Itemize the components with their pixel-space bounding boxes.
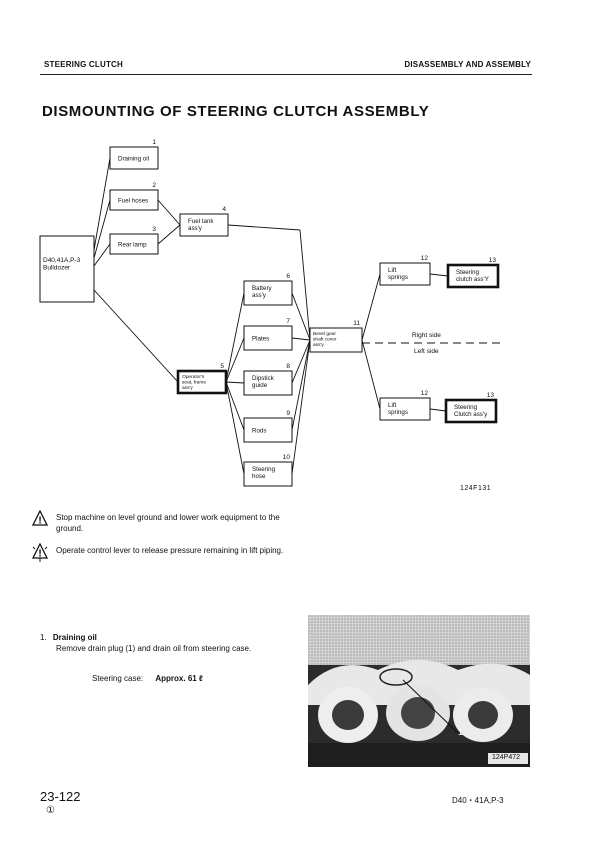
step-box-1 [109, 146, 159, 170]
warning-1-text: Stop machine on level ground and lower w… [56, 513, 280, 533]
step-1: 1. Draining oil Remove drain plug (1) an… [40, 632, 280, 654]
step-number-3: 3 [152, 226, 156, 233]
connector-line [225, 381, 245, 431]
step-number-12: 12 [421, 255, 429, 262]
step-box-15 [444, 398, 498, 424]
step-number-2: 2 [152, 182, 156, 189]
diagram-figure-id: 124F131 [460, 485, 492, 492]
photo-figure-id: 124P472 [492, 754, 521, 761]
root-box [39, 235, 95, 303]
step-label-7: Plates [252, 336, 269, 343]
photo-image [308, 615, 530, 767]
step-box-12 [379, 262, 431, 286]
connector-line [227, 224, 301, 231]
photo-callout: 1 [458, 727, 464, 737]
step-label-1: Draining oil [118, 156, 149, 163]
page-title: DISMOUNTING OF STEERING CLUTCH ASSEMBLY [42, 103, 430, 120]
spec-label: Steering case: [92, 674, 144, 683]
connector-line [225, 292, 245, 383]
header-chapter-title: DISASSEMBLY AND ASSEMBLY [404, 60, 531, 69]
pressure-warning-icon: ! [32, 543, 48, 562]
root-connector [93, 199, 111, 259]
header-rule [40, 74, 532, 75]
step-number-1: 1 [152, 139, 156, 146]
connector-line [361, 273, 381, 341]
step-number-14: 12 [421, 390, 429, 397]
step-box-14 [379, 397, 431, 421]
root-connector [93, 157, 111, 251]
spec-line: Steering case: Approx. 61 ℓ [92, 674, 203, 683]
step-number-9: 9 [286, 410, 290, 417]
model-code: D40・41A,P-3 [452, 796, 504, 805]
step-box-6 [243, 280, 293, 306]
connector-line [429, 273, 449, 277]
page-number: 23-122 [40, 789, 81, 804]
left-side-label: Left side [414, 348, 439, 355]
step-text: Remove drain plug (1) and drain oil from… [56, 644, 252, 653]
connector-line [291, 337, 311, 341]
step-number-6: 6 [286, 273, 290, 280]
step-box-2 [109, 189, 159, 211]
connector-line [157, 199, 181, 226]
step-number-13: 13 [489, 257, 497, 264]
step-box-5 [176, 369, 228, 395]
step-number-5: 5 [220, 363, 224, 370]
step-box-3 [109, 233, 159, 255]
step-number-8: 8 [286, 363, 290, 370]
header-section-title: STEERING CLUTCH [44, 60, 123, 69]
connector-line [299, 229, 311, 341]
step-box-10 [243, 461, 293, 487]
connector-line [157, 224, 181, 245]
connector-line [291, 339, 311, 431]
step-number-11: 11 [353, 320, 360, 327]
step-box-7 [243, 325, 293, 351]
step-number-15: 13 [487, 392, 495, 399]
warning-2-text: Operate control lever to release pressur… [56, 546, 284, 555]
step-number: 1. [40, 633, 47, 642]
connector-line [291, 292, 311, 341]
step-box-9 [243, 417, 293, 443]
svg-text:!: ! [38, 516, 41, 527]
svg-text:!: ! [38, 549, 41, 560]
connector-line [291, 339, 311, 475]
connector-line [429, 408, 447, 412]
step-label-9: Rods [252, 428, 266, 435]
connector-line [291, 339, 311, 384]
connector-line [225, 381, 245, 384]
step-number-10: 10 [283, 454, 291, 461]
step-box-13 [446, 263, 500, 289]
step-box-4 [179, 213, 229, 237]
root-connector [93, 289, 179, 383]
connector-line [225, 381, 245, 475]
right-side-label: Right side [412, 332, 441, 339]
step-number-7: 7 [286, 318, 290, 325]
step-label-2: Fuel hoses [118, 198, 148, 205]
page-revision-mark: ① [46, 805, 55, 816]
spec-value: Approx. 61 ℓ [155, 674, 203, 683]
connector-line [361, 339, 381, 410]
step-box-8 [243, 370, 293, 396]
step-label-3: Rear lamp [118, 242, 147, 249]
steering-case-photo: 1 124P472 [308, 615, 530, 767]
connector-line [225, 337, 245, 383]
step-number-4: 4 [222, 206, 226, 213]
step-heading: Draining oil [52, 633, 97, 642]
warning-triangle-icon: ! [32, 510, 48, 526]
step-box-11 [309, 327, 363, 353]
root-connector [93, 243, 111, 267]
